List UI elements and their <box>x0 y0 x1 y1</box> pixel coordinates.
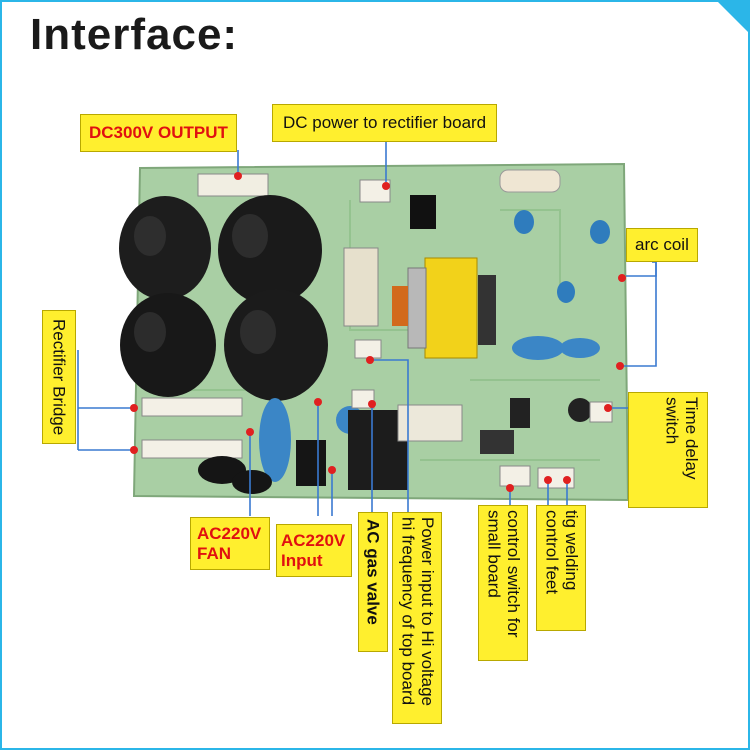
label-ac-gas-valve: AC gas valve <box>358 512 388 652</box>
label-rectifier-bridge: Rectifier Bridge <box>42 310 76 445</box>
label-tig-control-feet: tig welding control feet <box>536 505 586 631</box>
leader-lines <box>77 130 657 516</box>
label-control-switch-small: control switch for small board <box>478 505 528 661</box>
connector-dots <box>130 172 626 492</box>
label-arc-coil: arc coil <box>626 228 698 262</box>
rectifier-connector-1 <box>141 397 243 417</box>
corner-decoration <box>716 0 750 34</box>
ac-input-capacitor <box>259 398 291 482</box>
capacitor-bank <box>119 195 328 401</box>
label-dc-power-rectifier: DC power to rectifier board <box>272 104 498 142</box>
hf-transformer <box>424 257 478 359</box>
label-ac220v-input: AC220V Input <box>276 524 352 578</box>
dc300v-connector <box>197 173 269 197</box>
label-power-input-hv: Power input to Hi voltage hi frequency o… <box>392 512 442 724</box>
label-time-delay-switch: Time delay switch <box>628 392 708 508</box>
page-title: Interface: <box>30 10 239 59</box>
rectifier-connector-2 <box>141 439 243 459</box>
label-dc300v-output: DC300V OUTPUT <box>80 114 237 152</box>
control-switch-connector <box>499 465 531 487</box>
label-ac220v-fan: AC220V FAN <box>190 517 270 571</box>
relay <box>343 247 379 327</box>
